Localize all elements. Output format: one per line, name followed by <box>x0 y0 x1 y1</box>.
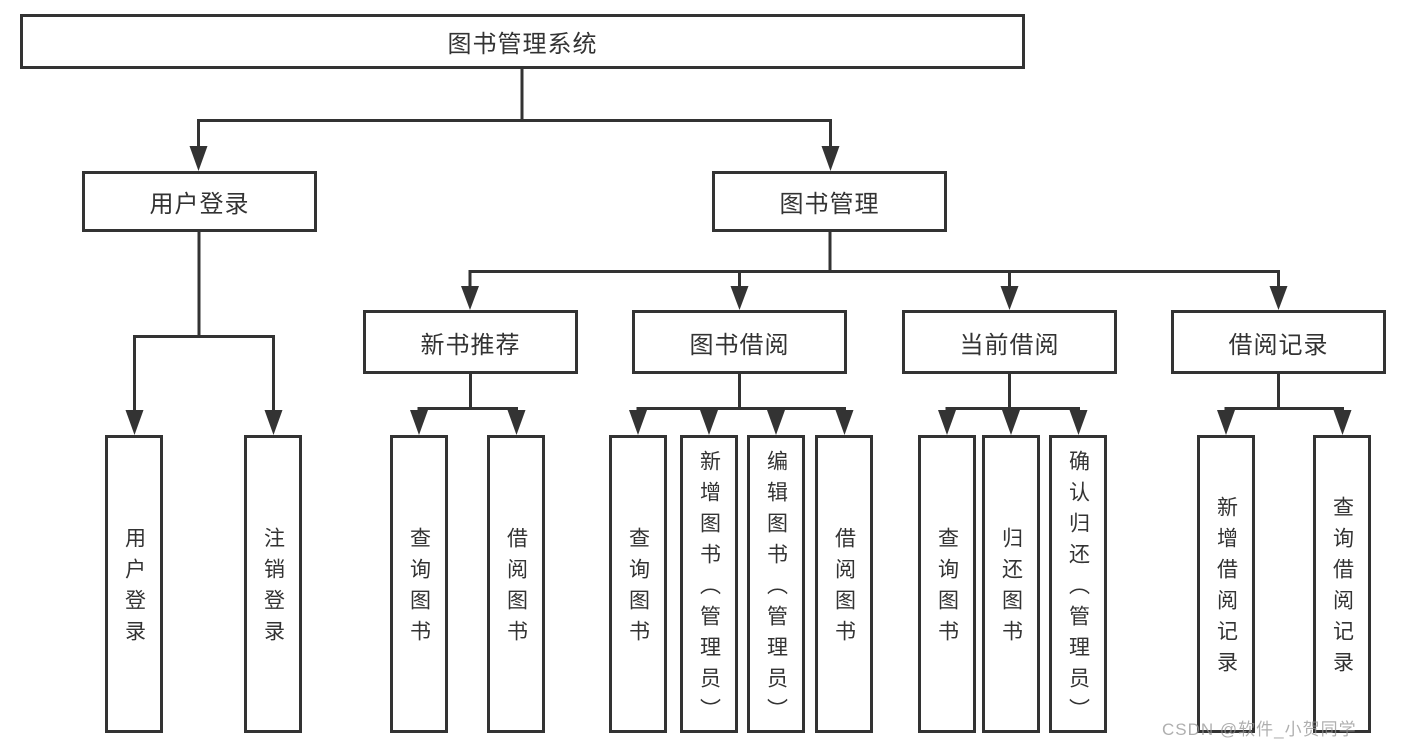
leaf-query-books-3-label: 查询图书 <box>935 527 959 651</box>
node-borrowing-records-label: 借阅记录 <box>1228 331 1329 359</box>
node-root-label: 图书管理系统 <box>447 31 598 58</box>
node-borrowing-records: 借阅记录 <box>1171 310 1386 374</box>
leaf-add-borrow-record-label: 新增借阅记录 <box>1214 496 1238 682</box>
leaf-edit-books-admin: 编辑图书（管理员） <box>747 435 805 733</box>
leaf-user-login-label: 用户登录 <box>122 527 146 651</box>
node-book-borrowing: 图书借阅 <box>632 310 847 374</box>
leaf-borrow-books-1-label: 借阅图书 <box>504 527 528 651</box>
node-user-login: 用户登录 <box>82 171 317 232</box>
leaf-add-books-admin: 新增图书（管理员） <box>680 435 738 733</box>
leaf-add-borrow-record: 新增借阅记录 <box>1197 435 1255 733</box>
leaf-logout-label: 注销登录 <box>261 527 285 651</box>
leaf-query-books-1: 查询图书 <box>390 435 448 733</box>
watermark-text: CSDN @软件_小贺同学 <box>1162 720 1357 739</box>
node-book-management-label: 图书管理 <box>779 191 880 218</box>
leaf-query-books-3: 查询图书 <box>918 435 976 733</box>
leaf-return-books: 归还图书 <box>982 435 1040 733</box>
leaf-logout: 注销登录 <box>244 435 302 733</box>
leaf-borrow-books-2-label: 借阅图书 <box>832 527 856 651</box>
arrowhead-icons <box>125 146 1352 435</box>
node-book-borrowing-label: 图书借阅 <box>689 331 790 359</box>
node-book-management: 图书管理 <box>712 171 947 232</box>
leaf-query-borrow-record-label: 查询借阅记录 <box>1330 496 1354 682</box>
leaf-query-books-2-label: 查询图书 <box>626 527 650 651</box>
leaf-query-books-1-label: 查询图书 <box>407 527 431 651</box>
node-current-borrowing: 当前借阅 <box>902 310 1117 374</box>
node-root: 图书管理系统 <box>20 14 1025 69</box>
node-new-book-recommend-label: 新书推荐 <box>420 331 521 359</box>
node-user-login-label: 用户登录 <box>149 191 250 218</box>
leaf-borrow-books-2: 借阅图书 <box>815 435 873 733</box>
leaf-query-books-2: 查询图书 <box>609 435 667 733</box>
node-new-book-recommend: 新书推荐 <box>363 310 578 374</box>
leaf-borrow-books-1: 借阅图书 <box>487 435 545 733</box>
leaf-query-borrow-record: 查询借阅记录 <box>1313 435 1371 733</box>
leaf-confirm-return-admin-label: 确认归还（管理员） <box>1066 449 1090 729</box>
node-current-borrowing-label: 当前借阅 <box>959 331 1060 359</box>
leaf-edit-books-admin-label: 编辑图书（管理员） <box>764 449 788 729</box>
leaf-confirm-return-admin: 确认归还（管理员） <box>1049 435 1107 733</box>
leaf-add-books-admin-label: 新增图书（管理员） <box>697 449 721 729</box>
leaf-user-login: 用户登录 <box>105 435 163 733</box>
leaf-return-books-label: 归还图书 <box>999 527 1023 651</box>
